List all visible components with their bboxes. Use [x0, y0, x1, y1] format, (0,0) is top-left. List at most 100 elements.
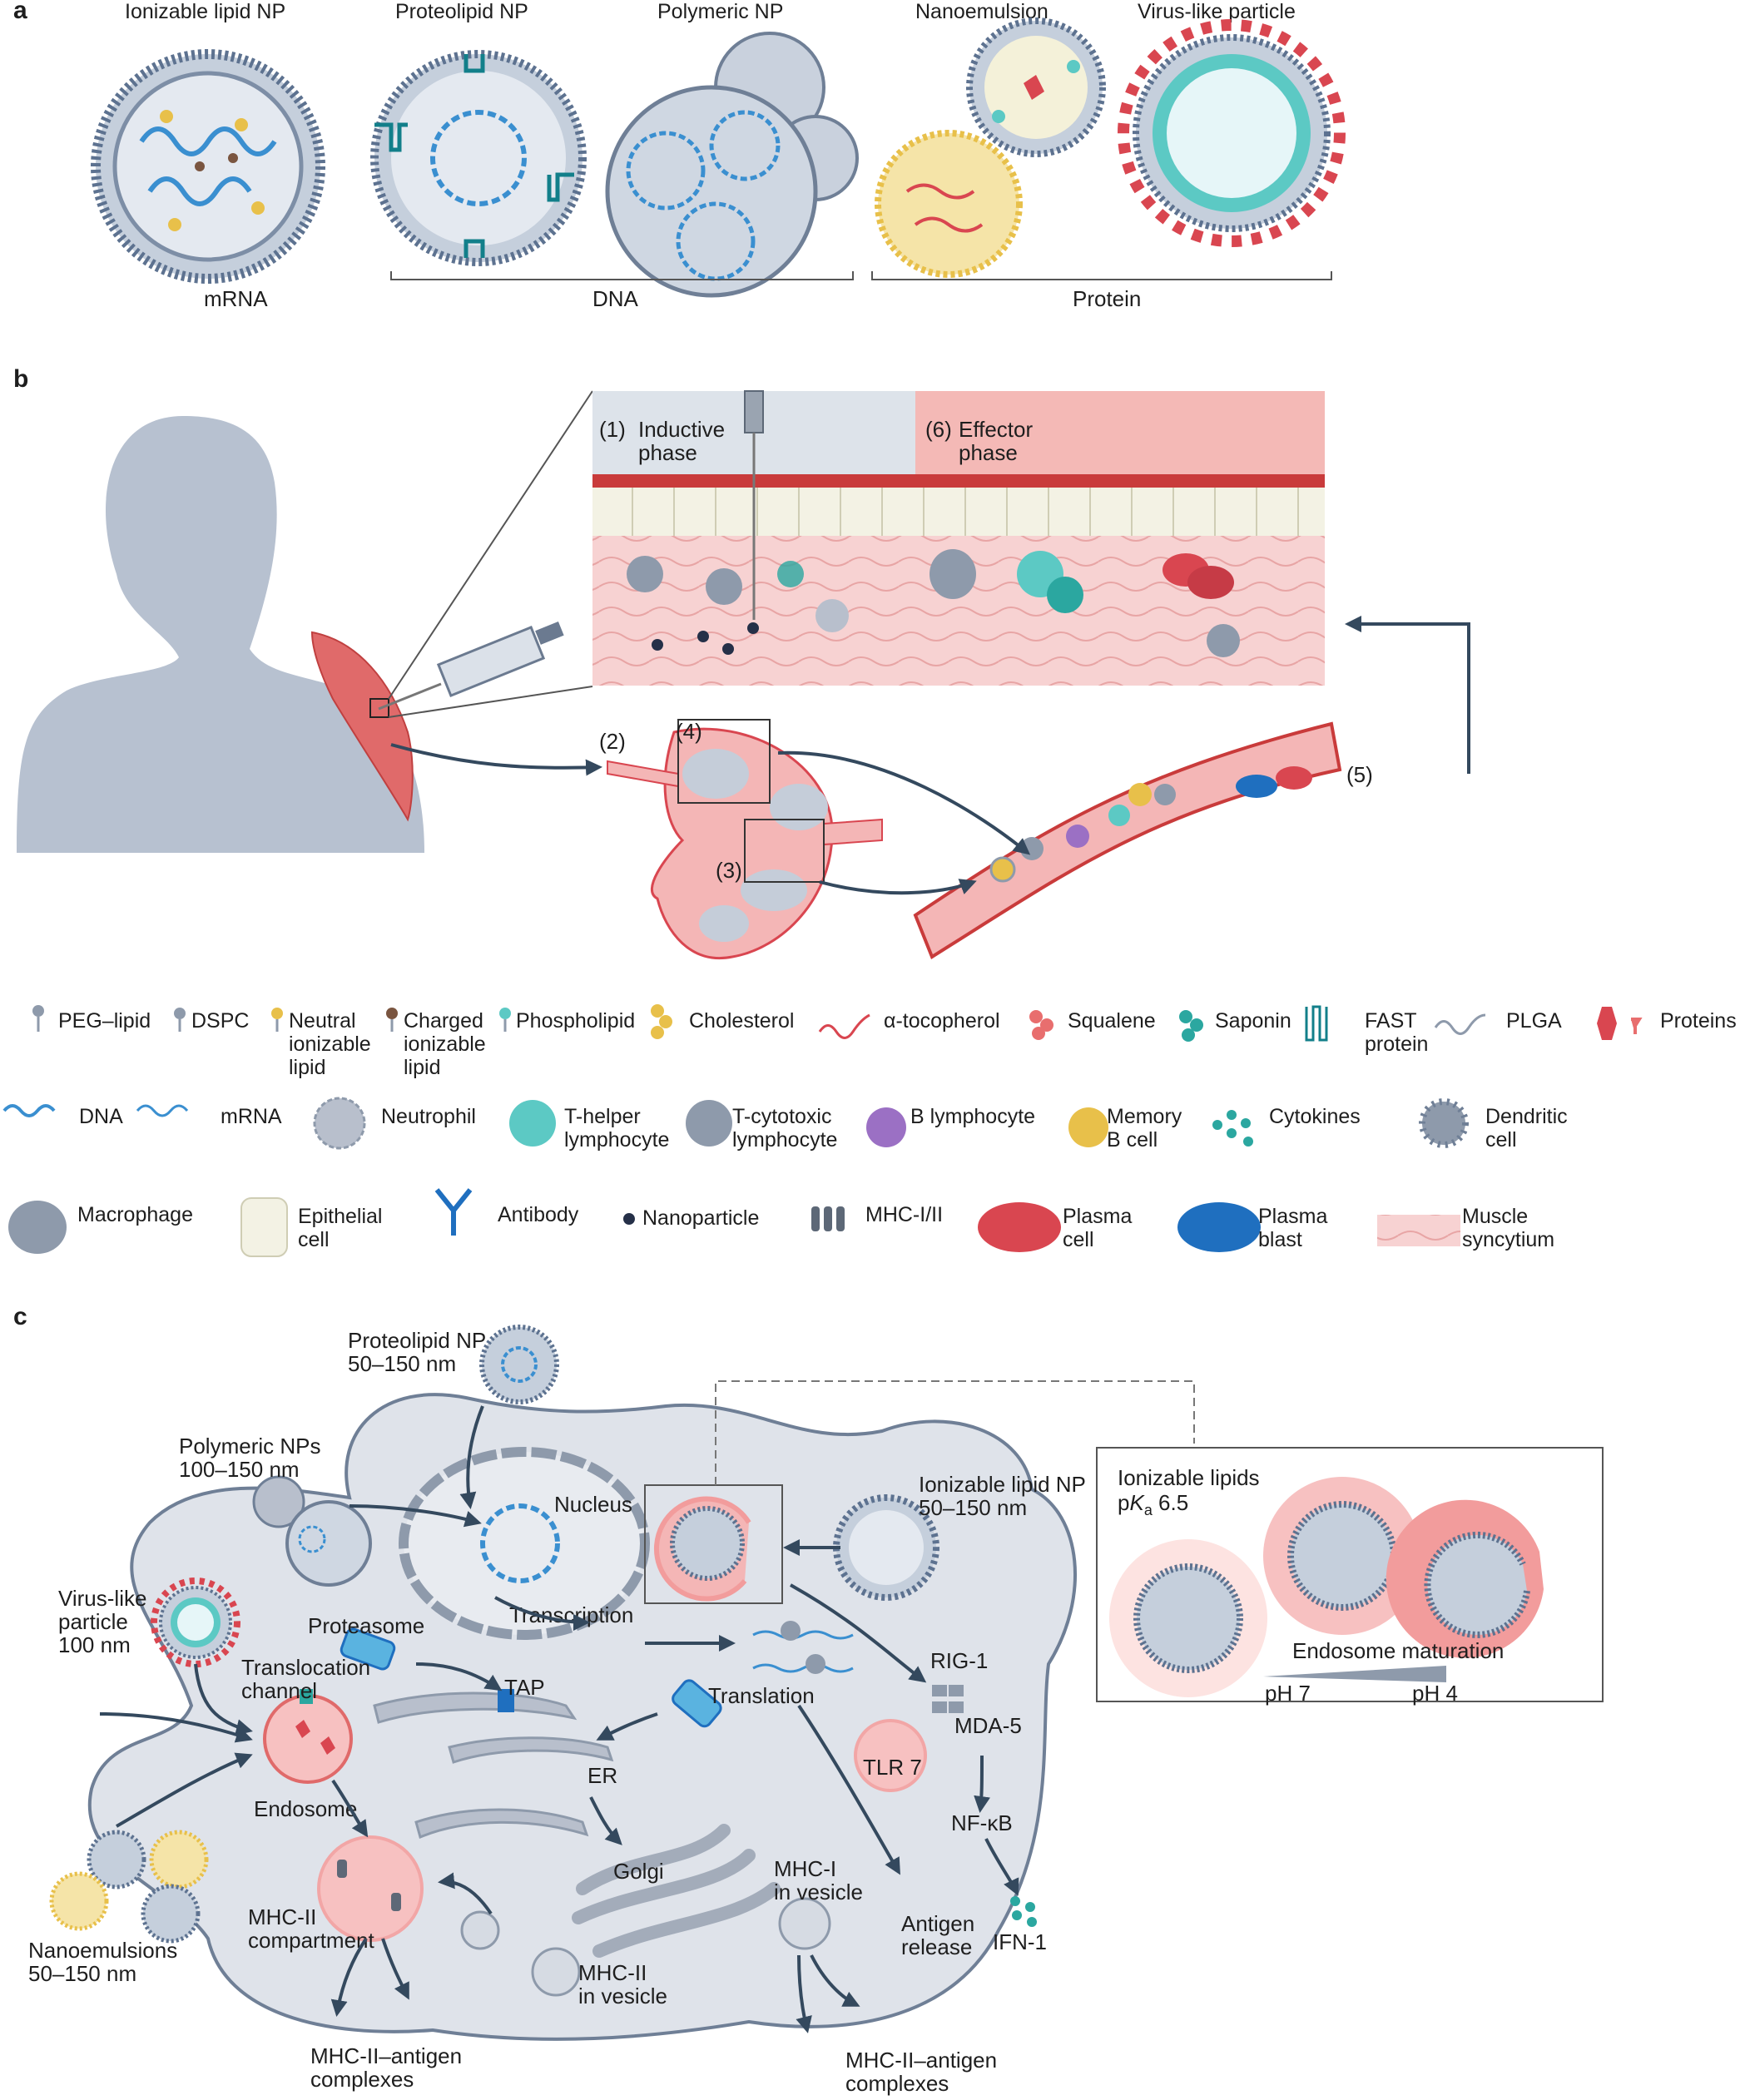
step-5-label: (5) [1346, 762, 1373, 787]
legend-plasma-blast-2: blast [1258, 1228, 1302, 1251]
mhc2-vesicle-small [460, 1910, 500, 1950]
step-4-label: (4) [676, 719, 702, 744]
legend-dendritic-2: cell [1485, 1128, 1517, 1152]
legend-muscle-1: Muscle [1462, 1205, 1528, 1228]
particle-label-vlp: Virus-like particle [1138, 0, 1296, 23]
mhc-icon [811, 1206, 845, 1231]
proteolipid-np-illustration [370, 50, 587, 266]
legend-charged-lipid-1: Charged [404, 1009, 483, 1033]
legend-epithelial-2: cell [298, 1228, 330, 1251]
ionizable-lipids-inset [1096, 1447, 1604, 1702]
step-3-label: (3) [716, 858, 742, 883]
vlp-c-label-3: 100 nm [58, 1632, 131, 1657]
legend-neutrophil: Neutrophil [381, 1105, 476, 1128]
legend-plga: PLGA [1506, 1009, 1562, 1033]
mda5-label: MDA-5 [954, 1713, 1022, 1738]
syringe-illustration [378, 621, 564, 711]
rig1-mda5-sensors [932, 1685, 964, 1713]
t-helper-icon [509, 1100, 556, 1147]
protein-bracket [871, 271, 1332, 280]
tissue-cross-section [592, 390, 1325, 686]
plga-icon [1434, 1013, 1486, 1035]
polymeric-np-c [252, 1475, 372, 1587]
lymph-node-illustration [607, 719, 883, 959]
mrna-icon [136, 1104, 189, 1117]
b-lymphocyte-icon [866, 1107, 906, 1147]
effector-num: (6) [925, 417, 952, 442]
mhc2-complex-label-2a: MHC-II–antigen [845, 2048, 997, 2073]
legend-peg-lipid: PEG–lipid [58, 1009, 151, 1033]
tlr7-label: TLR 7 [863, 1755, 922, 1780]
legend-tocopherol: α-tocopherol [884, 1009, 1000, 1033]
t-cytotoxic-icon [686, 1100, 732, 1147]
ph7-label: pH 7 [1265, 1681, 1311, 1706]
charged-lipid-icon [386, 1008, 398, 1032]
golgi-label: Golgi [613, 1859, 664, 1884]
legend-mrna: mRNA [221, 1105, 282, 1128]
legend-t-cytotoxic-1: T-cytotoxic [732, 1105, 831, 1128]
mhc1-vesicle [778, 1897, 831, 1950]
memory-b-icon [1068, 1107, 1108, 1147]
legend-neutral-lipid-1: Neutral [289, 1009, 356, 1033]
endoplasmic-reticulum [373, 1691, 614, 1840]
legend-neutral-lipid-2: ionizable [289, 1033, 371, 1056]
legend-t-helper-2: lymphocyte [564, 1128, 669, 1152]
legend-cytokines: Cytokines [1269, 1105, 1361, 1128]
tocopherol-icon [818, 1013, 870, 1039]
ph4-label: pH 4 [1412, 1681, 1458, 1706]
particle-label-polymeric: Polymeric NP [657, 0, 783, 23]
legend-t-helper-1: T-helper [564, 1105, 641, 1128]
antibody-icon [434, 1188, 473, 1236]
plasma-blast-icon [1177, 1202, 1261, 1252]
nanoparticle-icon [623, 1213, 635, 1225]
er-label: ER [587, 1763, 617, 1788]
translation-machinery [672, 1621, 854, 1728]
epithelial-cell-icon [240, 1197, 288, 1257]
inductive-num: (1) [599, 417, 626, 442]
inductive-label-2: phase [638, 440, 697, 465]
legend-charged-lipid-2: ionizable [404, 1033, 486, 1056]
antigen-release-label-2: release [901, 1934, 972, 1959]
inductive-label-1: Inductive [638, 417, 725, 442]
saponin-icon [1179, 1010, 1203, 1042]
legend-antibody: Antibody [498, 1203, 579, 1226]
mhc2-compartment-label-2: compartment [248, 1928, 374, 1953]
legend-squalene: Squalene [1068, 1009, 1156, 1033]
mhc2-compartment [317, 1835, 424, 1942]
dendritic-cell-icon [1419, 1098, 1469, 1148]
effector-label-2: phase [959, 440, 1018, 465]
legend-muscle-2: syncytium [1462, 1228, 1554, 1251]
antigen-release-label-1: Antigen [901, 1911, 974, 1936]
golgi-apparatus [572, 1824, 781, 1958]
proteasome-label: Proteasome [308, 1613, 424, 1638]
proteasome [340, 1627, 396, 1671]
nucleus-label: Nucleus [554, 1492, 632, 1517]
proteolipid-np-c [479, 1325, 559, 1404]
zoom-line-top [388, 390, 593, 700]
ionizable-label-2: 50–150 nm [919, 1495, 1027, 1520]
mhc2-vesicle-label-2: in vesicle [578, 1984, 667, 2008]
legend-phospholipid: Phospholipid [516, 1009, 635, 1033]
tap-transporter [498, 1689, 514, 1712]
legend-dspc: DSPC [191, 1009, 249, 1033]
rig1-label: RIG-1 [930, 1648, 988, 1673]
translocation-label-1: Translocation [241, 1655, 370, 1680]
mhc1-vesicle-label-2: in vesicle [774, 1880, 863, 1904]
neutrophil-icon [313, 1097, 366, 1150]
human-silhouette [17, 416, 424, 853]
nanoemulsions-label-1: Nanoemulsions [28, 1938, 177, 1963]
zoom-line-bottom [388, 686, 593, 718]
legend-saponin: Saponin [1215, 1009, 1291, 1033]
particle-label-nanoemulsion: Nanoemulsion [915, 0, 1048, 23]
blood-vessel-illustration [913, 721, 1342, 959]
mhc2-complex-label-1a: MHC-II–antigen [310, 2043, 462, 2068]
nfkb-label: NF-κB [951, 1810, 1013, 1835]
legend-b-lymphocyte: B lymphocyte [910, 1105, 1035, 1128]
panel-a-label: a [13, 0, 27, 24]
mhc2-complex-label-2b: complexes [845, 2071, 949, 2096]
panel-c-label: c [13, 1303, 27, 1330]
legend-cholesterol: Cholesterol [689, 1009, 794, 1033]
legend-charged-lipid-3: lipid [404, 1056, 440, 1079]
virus-like-particle-illustration [1118, 19, 1346, 247]
